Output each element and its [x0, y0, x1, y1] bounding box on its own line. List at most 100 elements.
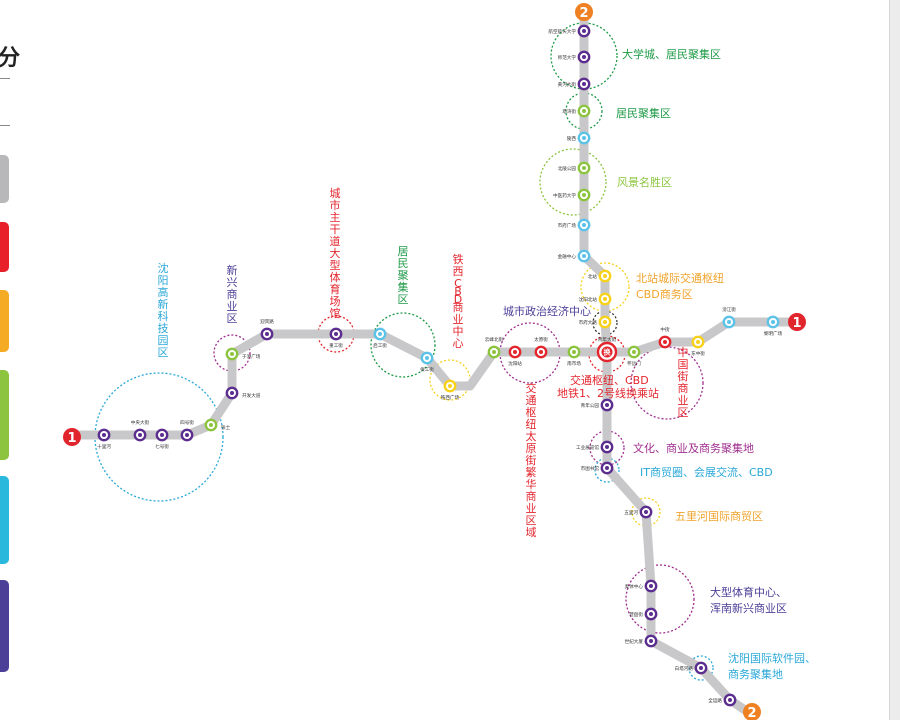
station-label: 迎宾路 [260, 318, 274, 325]
zone-label: 大学城、居民聚集区 [622, 47, 721, 61]
station-label: 东中街 [691, 350, 705, 357]
line2-station-dot [728, 698, 732, 702]
category-tab-gray[interactable] [0, 155, 9, 203]
zone-label-char: 科 [158, 309, 169, 323]
line1-station-dot [378, 332, 382, 336]
line2-station-dot [605, 445, 609, 449]
zone-label-char: 业 [453, 313, 464, 326]
zone-label-char: 原 [526, 442, 537, 455]
line1-station-dot [513, 350, 517, 354]
zone-circle [550, 22, 618, 90]
interchange-glyph: 换 [604, 348, 612, 357]
line2-station-dot [649, 612, 653, 616]
line1-station-dot [230, 352, 234, 356]
line1-station-dot [572, 350, 576, 354]
line-badge-number: 1 [792, 316, 801, 331]
station-label: 云峰北街 [485, 336, 504, 343]
zone-label-char: 场 [330, 294, 341, 308]
station-label: 工业展览馆 [576, 444, 599, 451]
zone-label-char: 型 [330, 258, 341, 272]
line-badge[interactable] [788, 313, 806, 331]
station-label: 黄河大街 [558, 81, 577, 88]
zone-label-char: 区 [526, 514, 537, 527]
line2-station-dot [649, 584, 653, 588]
zone-label-char: 民 [398, 257, 409, 270]
line-badge[interactable] [575, 3, 593, 21]
left-category-strip: 分 [0, 0, 20, 720]
category-tab-green[interactable] [0, 370, 9, 460]
line-badge[interactable] [743, 703, 761, 720]
heading-rule [0, 125, 10, 126]
zone-label-char: 街 [678, 369, 689, 383]
zone-label-char: 中 [453, 325, 464, 338]
station-label: 白塔河路 [675, 665, 694, 672]
zone-label-char: 西 [453, 265, 464, 278]
station-label: 黎明广场 [764, 330, 783, 337]
zone-label-char: 阳 [158, 274, 169, 287]
line1-station-dot [771, 320, 775, 324]
line1-station-dot [209, 423, 213, 427]
zone-label-char: 市 [330, 198, 341, 212]
line2-station-dot [582, 136, 586, 140]
line2-station-dot [582, 82, 586, 86]
station-label: 市图书馆 [581, 465, 600, 472]
station-label: 滂江街 [722, 306, 736, 313]
station-label: 师范大学 [558, 54, 577, 61]
station-label: 启工街 [373, 342, 387, 349]
line1-station-dot [230, 391, 234, 395]
line-badge-number: 2 [747, 706, 756, 720]
station-label: 中街 [660, 326, 670, 333]
zone-label: CBD商务区 [636, 287, 693, 301]
zone-label-char: D [454, 293, 462, 306]
line1-station-dot [265, 332, 269, 336]
right-scroll-edge[interactable] [889, 0, 900, 720]
zone-label: 五里河国际商贸区 [675, 509, 763, 523]
station-label: 奥体中心 [625, 583, 644, 590]
zone-label-char: 技 [158, 322, 169, 335]
line1-station-dot [138, 433, 142, 437]
zone-label-char: 国 [678, 358, 689, 371]
line1-station-dot [334, 332, 338, 336]
station-label: 营盘街 [629, 611, 643, 618]
station-label: 四号街 [180, 419, 194, 426]
line2-station-dot [605, 466, 609, 470]
category-tab-red[interactable] [0, 222, 9, 272]
partial-heading: 分 [0, 46, 21, 71]
zone-circle [539, 148, 607, 216]
zone-label-char: 兴 [227, 276, 238, 289]
category-tab-cyan[interactable] [0, 476, 9, 564]
station-label: 青年大街 [598, 336, 617, 343]
zone-label: IT商贸圈、会展交流、CBD [640, 465, 773, 479]
line2-station-dot [582, 223, 586, 227]
station-label: 航空航天大学 [548, 28, 576, 35]
line-badge[interactable] [63, 428, 81, 446]
zone-label-char: 区沈阳高新科技园区 [158, 346, 169, 359]
station-label: 保工街 [420, 366, 434, 373]
station-label: 沈阳北站 [579, 296, 598, 303]
line2-station-dot [649, 639, 653, 643]
zone-label-char: B [454, 285, 462, 298]
station-label: 北站 [588, 273, 598, 280]
zone-label-char: 铁 [453, 253, 464, 266]
station-label: 金融中心 [558, 253, 577, 260]
zone-label-char: 商 [453, 300, 464, 314]
line2-station-dot [644, 510, 648, 514]
zone-label-char: 枢 [526, 405, 537, 419]
category-tab-orange[interactable] [0, 290, 9, 352]
zone-label-char: 业 [227, 300, 238, 313]
zone-label: 城市政治经济中心 [503, 304, 591, 318]
station-label: 塔湾街 [562, 108, 576, 115]
zone-label-char: C [454, 277, 462, 290]
line2-station-dot [582, 166, 586, 170]
station-label: 太原街 [534, 336, 548, 343]
zone-circle [370, 312, 436, 378]
zone-label-char: 繁 [526, 465, 537, 479]
category-tab-purple[interactable] [0, 580, 9, 672]
station-label: 市府广场 [558, 222, 577, 229]
zone-label-char: 集 [398, 280, 409, 294]
zone-label: 商务聚集地 [728, 667, 783, 681]
zone-label-char: 道 [330, 234, 341, 248]
line1-station-dot [102, 433, 106, 437]
line2-station-dot [605, 403, 609, 407]
